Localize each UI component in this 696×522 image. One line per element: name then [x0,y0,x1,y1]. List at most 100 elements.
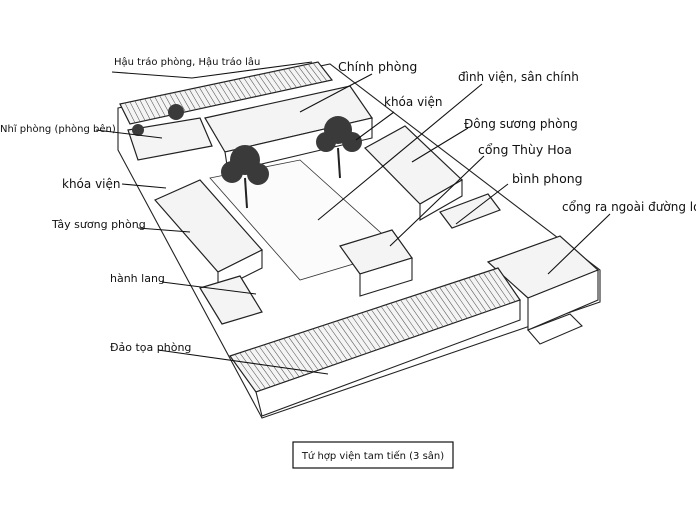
roof-tile-line [419,293,444,327]
roof-tile-line [468,277,492,311]
roof-tile-line [380,306,406,341]
roof-tile-line [356,314,382,349]
outer-gate-wall [527,269,599,331]
roof-tile-line [273,341,300,378]
caption-text: Tứ hợp viện tam tiến (3 sân) [301,450,444,462]
roof-tile-line [243,77,257,97]
roof-tile-line [278,339,305,376]
labels: Hậu tráo phòng, Hậu tráo lâu Chính phòng… [0,56,696,354]
roof-tile-line [322,325,348,361]
roof-tile-line [179,91,191,111]
label-khoa-vien-left: khóa viện [62,177,121,191]
label-dao-toa: Đảo tọa phòng [110,341,191,354]
roof-tile-line [249,349,276,386]
roof-tile-line [154,96,166,117]
label-nhi-phong: Nhĩ phòng (phòng bên) [0,123,116,135]
roof-tile-line [439,287,463,321]
roof-tile-line [263,344,290,381]
roof-tile-line [218,82,232,103]
roof-tile-line [258,74,272,94]
roof-tile-line [208,84,222,105]
roof-tile-line [449,283,473,317]
roof-tile-line [429,290,454,324]
corridor-roof [199,275,263,325]
roof-tile-line [424,291,449,326]
roof-tile-line [444,285,468,319]
front-tiles-hatching [234,269,516,391]
label-hau-trao: Hậu tráo phòng, Hậu tráo lâu [114,56,260,68]
roof-tile-line [278,70,292,89]
rear-tiles-hatching [124,62,328,124]
label-hanh-lang: hành lang [110,272,165,285]
roof-tile-line [238,78,252,98]
roof-tile-line [283,69,297,88]
screen-wall [439,193,501,229]
roof-tile-line [259,346,286,383]
roof-tile-line [458,280,482,314]
roof-tile-line [288,68,302,87]
roof-tile-line [139,99,151,120]
roof-tile-line [366,311,391,346]
roof-tile-line [149,97,161,118]
roof-tile-line [144,98,156,119]
roof-tile-line [129,101,141,122]
roof-tile-line [297,333,324,369]
roof-tile-line [297,66,313,85]
roof-tile-line [134,100,146,121]
caption-box: Tứ hợp viện tam tiến (3 sân) [292,441,454,469]
label-binh-phong: bình phong [512,171,583,186]
roof-tile-line [253,75,267,95]
roof-tile-line [248,76,262,96]
label-khoa-vien-right: khóa viện [384,95,443,109]
roof-tile-line [385,304,410,339]
tree-left [221,145,269,209]
roof-tile-line [302,64,318,84]
roof-tile-line [174,92,186,113]
roof-tile-line [307,330,334,366]
roof-tile-line [488,271,511,304]
roof-tile-line [332,322,358,358]
roof-tile-line [317,327,343,363]
thuy-hoa-gate-wall [359,257,413,297]
roof-tile-line [390,303,415,337]
roof-tile-line [273,71,287,91]
label-dinh-vien: đình viện, sân chính [458,70,579,84]
label-tay-suong: Tây sương phòng [51,218,146,231]
roof-tile-line [244,351,271,388]
roof-tile-line [198,87,212,107]
roof-tile-line [371,309,396,344]
roof-tile-line [312,62,328,82]
roof-tile-line [203,86,217,106]
house-illustration [117,61,601,419]
roof-tile-line [473,275,497,309]
roof-tile-line [184,90,196,110]
roof-tile-line [351,315,377,351]
roof-tile-line [341,319,367,354]
roof-tile-line [453,282,478,316]
outer-gate-steps [527,313,583,345]
label-chinh-phong: Chính phòng [338,59,417,74]
roof-tile-line [395,301,420,336]
roof-tile-line [414,295,439,329]
label-cong-thuy-hoa: cổng Thùy Hoa [478,142,572,157]
roof-tile-line [239,352,266,389]
east-wing-wall [419,179,463,221]
roof-tile-line [189,89,201,109]
roof-tile-line [410,296,434,331]
roof-tile-line [478,274,502,307]
roof-tile-line [268,343,295,379]
roof-tile-line [312,328,338,364]
leader-lines [95,61,611,375]
tree-rear [132,104,184,136]
roof-tile-line [483,272,506,306]
roof-tile-line [405,298,430,332]
roof-tile-line [223,81,237,102]
tree-right [316,116,362,179]
roof-tile-line [361,312,386,347]
roof-tile-line [434,288,458,322]
roof-tile-line [302,331,329,368]
roof-tile-line [492,269,516,302]
roof-tile-line [124,102,136,124]
roof-tile-line [228,80,242,100]
